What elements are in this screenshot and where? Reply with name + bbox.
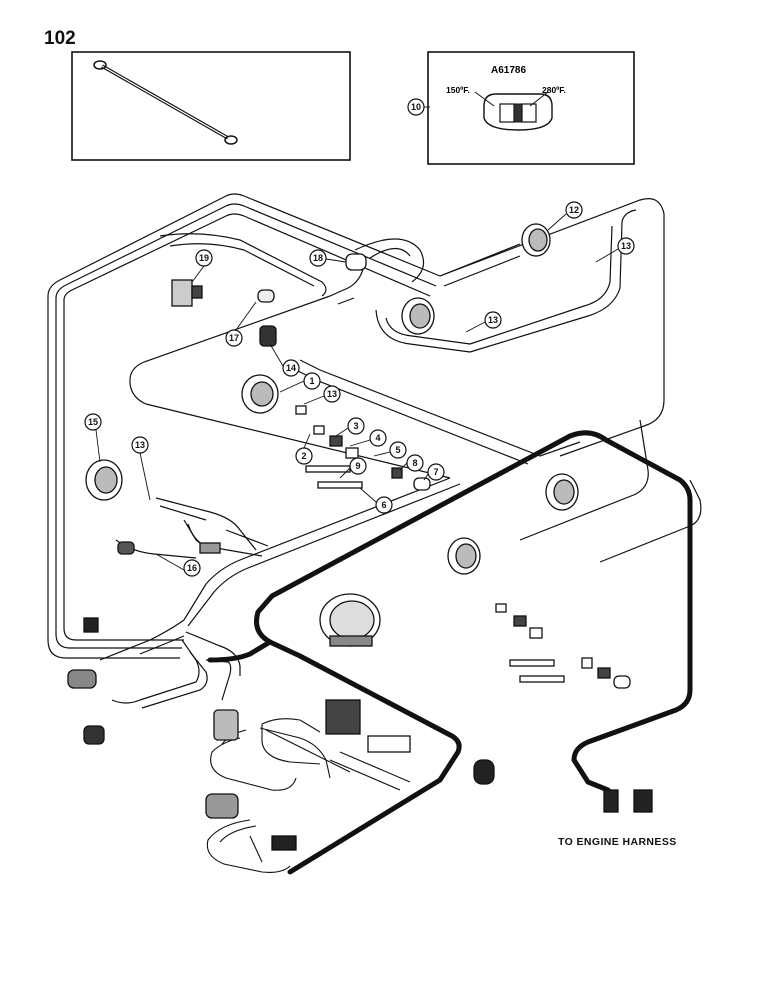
connector-16-block <box>199 542 221 554</box>
callout-10: 10 <box>407 98 425 116</box>
page-number: 102 <box>44 28 76 49</box>
switch-19 <box>171 279 203 307</box>
light-switch-upper <box>213 709 239 741</box>
mid-parts <box>295 405 431 491</box>
callout-12: 12 <box>565 201 583 219</box>
callout-13d: 13 <box>131 436 149 454</box>
light-switch-lower <box>205 793 239 819</box>
svg-text:5: 5 <box>395 445 400 455</box>
terminal-block <box>367 735 411 753</box>
svg-text:6: 6 <box>381 500 386 510</box>
connector-lower-left <box>271 835 297 851</box>
callout-16: 16 <box>183 559 201 577</box>
cap-14 <box>259 325 277 347</box>
svg-text:12: 12 <box>569 205 579 215</box>
callout-15: 15 <box>84 413 102 431</box>
leader-lines <box>95 106 619 571</box>
main-harness-heavy <box>207 430 693 875</box>
engine-harness-label: TO ENGINE HARNESS <box>558 836 677 848</box>
svg-text:17: 17 <box>229 333 239 343</box>
svg-text:13: 13 <box>135 440 145 450</box>
svg-text:13: 13 <box>327 389 337 399</box>
gauge-1 <box>241 374 279 414</box>
gauge-low-temp: 150ºF. <box>446 85 470 95</box>
svg-text:14: 14 <box>286 363 296 373</box>
callouts: 10 1 2 3 4 5 6 7 8 9 12 13 13 13 13 14 1… <box>84 98 635 577</box>
callout-14: 14 <box>282 359 300 377</box>
callout-4: 4 <box>369 429 387 447</box>
svg-text:2: 2 <box>301 451 306 461</box>
bulb-18 <box>345 253 367 271</box>
gauge-high-temp: 280ºF. <box>542 85 566 95</box>
lower-right-parts <box>495 603 631 689</box>
components <box>67 223 653 851</box>
callout-13b: 13 <box>484 311 502 329</box>
relay-box <box>325 699 361 735</box>
svg-text:13: 13 <box>488 315 498 325</box>
svg-text:1: 1 <box>309 376 314 386</box>
callout-5: 5 <box>389 441 407 459</box>
svg-text:15: 15 <box>88 417 98 427</box>
callout-13c: 13 <box>323 385 341 403</box>
bracket-left <box>83 617 99 633</box>
svg-text:10: 10 <box>411 102 421 112</box>
knob-left <box>83 725 105 745</box>
callout-8: 8 <box>406 454 424 472</box>
temperature-gauge-inset: A61786 150ºF. 280ºF. <box>427 51 635 165</box>
plug-bottom-center <box>473 759 495 785</box>
gauge-lower-center <box>447 537 481 575</box>
engine-connector <box>603 789 653 813</box>
svg-text:3: 3 <box>353 421 358 431</box>
callout-19: 19 <box>195 249 213 267</box>
svg-text:4: 4 <box>375 433 380 443</box>
gauge-15 <box>85 459 123 501</box>
socket-17 <box>257 289 275 303</box>
callout-13a: 13 <box>617 237 635 255</box>
svg-text:13: 13 <box>621 241 631 251</box>
gauge-12 <box>521 223 551 257</box>
svg-text:18: 18 <box>313 253 323 263</box>
svg-text:19: 19 <box>199 253 209 263</box>
callout-7: 7 <box>427 463 445 481</box>
callout-6: 6 <box>375 496 393 514</box>
callout-17: 17 <box>225 329 243 347</box>
callout-18: 18 <box>309 249 327 267</box>
gauge-part-number: A61786 <box>491 65 526 76</box>
svg-text:16: 16 <box>187 563 197 573</box>
svg-text:9: 9 <box>355 461 360 471</box>
gauge-right-mid <box>545 473 579 511</box>
tachometer-large <box>319 593 381 647</box>
ignition-switch <box>67 669 97 689</box>
callout-9: 9 <box>349 457 367 475</box>
callout-2: 2 <box>295 447 313 465</box>
lower-wiring <box>206 718 411 873</box>
callout-3: 3 <box>347 417 365 435</box>
sender-16 <box>117 541 135 555</box>
svg-text:8: 8 <box>412 458 417 468</box>
callout-1: 1 <box>303 372 321 390</box>
svg-text:7: 7 <box>433 467 438 477</box>
gauge-center-upper <box>401 297 435 335</box>
ground-strap-inset <box>71 51 351 161</box>
